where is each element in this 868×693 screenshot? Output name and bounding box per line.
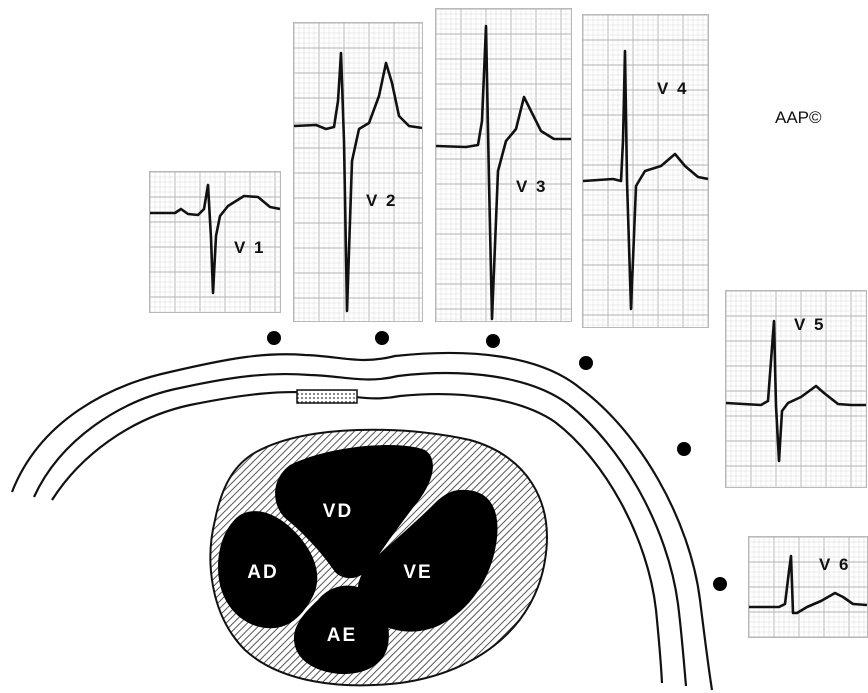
electrode-dot-v6 bbox=[713, 577, 727, 591]
chest-wall-outer-line bbox=[10, 351, 714, 691]
lead-label-v2: V 2 bbox=[366, 191, 398, 210]
ecg-waveform bbox=[436, 24, 571, 321]
lead-label-v4: V 4 bbox=[657, 79, 689, 98]
ecg-trace-v1 bbox=[150, 172, 280, 312]
ecg-strip-v6: V 6 bbox=[748, 536, 868, 638]
electrode-dot-v1 bbox=[267, 331, 281, 345]
ecg-trace-v4 bbox=[583, 15, 708, 327]
right-atrium-shape bbox=[218, 511, 318, 629]
left-ventricle-shape bbox=[357, 489, 498, 632]
lead-label-v3: V 3 bbox=[516, 177, 548, 196]
electrode-dot-v3 bbox=[486, 334, 500, 348]
ecg-trace-v2 bbox=[294, 23, 422, 321]
chamber-label-ve: VE bbox=[403, 562, 432, 583]
lead-label-v1: V 1 bbox=[234, 238, 266, 257]
sternum-icon bbox=[296, 389, 358, 404]
chamber-label-ae: AE bbox=[327, 625, 357, 646]
chamber-label-ad: AD bbox=[247, 562, 278, 583]
copyright-text: AAP© bbox=[775, 108, 822, 127]
left-atrium-shape bbox=[293, 585, 389, 675]
ecg-trace-v5 bbox=[726, 291, 866, 487]
chest-wall-inner-line bbox=[51, 390, 664, 684]
ecg-grid bbox=[749, 537, 867, 637]
ecg-strip-v4: V 4 bbox=[582, 14, 709, 328]
ecg-strip-v2: V 2 bbox=[293, 22, 423, 322]
ecg-trace-v3 bbox=[436, 9, 571, 321]
ecg-grid bbox=[436, 9, 571, 321]
ecg-grid bbox=[726, 291, 866, 487]
ecg-waveform bbox=[583, 49, 708, 311]
chest-wall-middle-line bbox=[32, 372, 688, 687]
ecg-trace-v6 bbox=[749, 537, 867, 637]
right-ventricle-shape bbox=[275, 445, 433, 579]
ecg-waveform bbox=[294, 51, 422, 313]
ecg-strip-v1: V 1 bbox=[149, 171, 281, 313]
lead-label-v5: V 5 bbox=[794, 315, 826, 334]
electrode-dot-v4 bbox=[579, 356, 593, 370]
ecg-waveform bbox=[726, 319, 866, 463]
chamber-label-vd: VD bbox=[323, 501, 353, 522]
lead-label-v6: V 6 bbox=[819, 555, 851, 574]
ecg-strip-v3: V 3 bbox=[435, 8, 572, 322]
ecg-waveform bbox=[150, 183, 280, 295]
ecg-grid bbox=[294, 23, 422, 321]
ecg-strip-v5: V 5 bbox=[725, 290, 867, 488]
ecg-waveform bbox=[749, 554, 867, 615]
electrode-dot-v2 bbox=[375, 331, 389, 345]
electrode-dot-v5 bbox=[677, 442, 691, 456]
